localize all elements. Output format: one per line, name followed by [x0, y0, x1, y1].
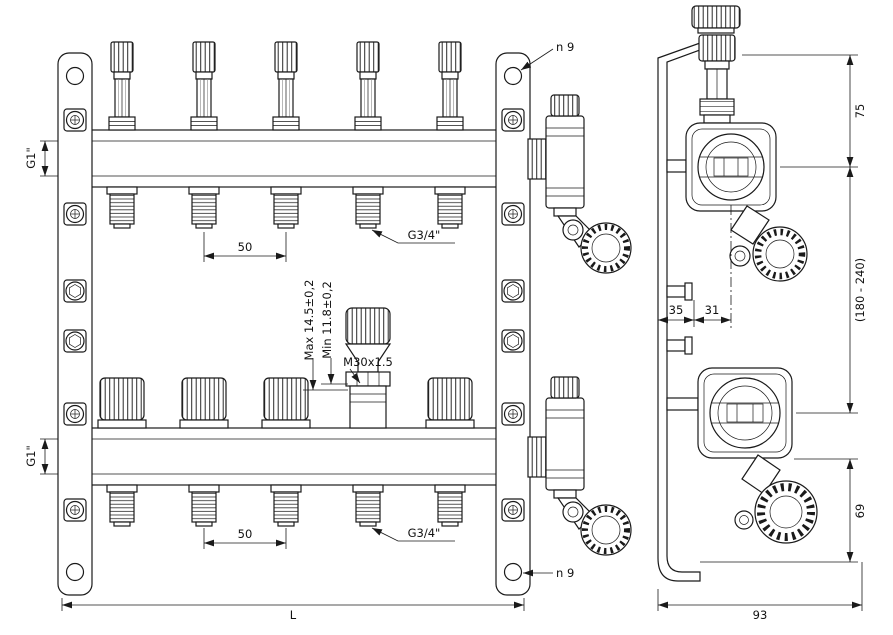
dim-label-50-top: 50 — [238, 240, 253, 254]
outlet-connection — [106, 484, 138, 527]
screw-head — [65, 204, 85, 224]
bottom-manifold-bar — [64, 427, 521, 486]
flow-meter — [436, 41, 464, 131]
front-view: n 9 n 9 G1" G1" 50 G3/4" — [24, 40, 632, 622]
thermostatic-valve-insert — [344, 307, 392, 429]
outlet-connection — [270, 186, 302, 229]
mounting-hole — [65, 66, 85, 86]
dim-label-31: 31 — [705, 303, 720, 317]
top-valve-body-side — [666, 122, 808, 282]
valve-handwheel-cap — [425, 377, 475, 429]
manifold-end-cap-side — [691, 5, 741, 34]
dim-label-length: L — [290, 608, 297, 622]
outlet-connection — [106, 186, 138, 229]
outlet-connection — [434, 484, 466, 527]
wall-bracket-profile — [657, 42, 701, 582]
dim-label-valve-max: Max 14.5±0,2 — [302, 280, 316, 361]
valve-handwheel-cap — [261, 377, 311, 429]
outlet-connection — [188, 484, 220, 527]
dim-label-93: 93 — [753, 608, 768, 622]
dim-label-g1-top: G1" — [24, 147, 38, 169]
flow-meter — [354, 41, 382, 131]
mounting-hole — [65, 562, 85, 582]
hex-bolt — [684, 282, 693, 301]
hex-bolt — [503, 331, 523, 351]
valve-handwheel-cap — [97, 377, 147, 429]
union-nut — [697, 133, 765, 201]
flow-meter — [190, 41, 218, 131]
dim-label-69: 69 — [853, 504, 867, 519]
drain-plug — [562, 219, 584, 241]
bottom-valve-body-side — [666, 367, 818, 544]
dim-label-m30: M30x1.5 — [343, 355, 393, 369]
hex-bolt — [503, 281, 523, 301]
hex-bolt — [65, 281, 85, 301]
dim-label-50-bottom: 50 — [238, 527, 253, 541]
screw-head — [503, 110, 523, 130]
mounting-hole — [503, 562, 523, 582]
side-view-dimensions: 75 (180 - 240) 35 31 69 93 — [657, 54, 867, 622]
top-manifold-bar — [64, 129, 521, 188]
screw-head — [503, 204, 523, 224]
screw-head — [65, 500, 85, 520]
hex-bolt — [684, 336, 693, 355]
outlet-connection — [188, 186, 220, 229]
drain-plug — [734, 510, 754, 530]
outlet-connection — [434, 186, 466, 229]
dim-label-valve-min: Min 11.8±0,2 — [320, 281, 334, 359]
drain-plug — [729, 245, 751, 267]
valve-handwheel-cap — [179, 377, 229, 429]
dim-label-g34-top: G3/4" — [408, 228, 441, 242]
flow-meter — [272, 41, 300, 131]
dim-label-range: (180 - 240) — [853, 258, 867, 322]
dim-label-g34-bottom: G3/4" — [408, 526, 441, 540]
right-mounting-bracket — [495, 52, 531, 596]
bottom-end-valve-assembly — [527, 376, 632, 556]
drain-cap — [580, 222, 632, 274]
flow-meter — [108, 41, 136, 131]
drain-plug — [562, 501, 584, 523]
union-nut — [709, 377, 781, 449]
dim-label-n9-top: n 9 — [556, 40, 574, 54]
hex-bolt — [65, 331, 85, 351]
drain-cap — [580, 504, 632, 556]
screw-head — [65, 110, 85, 130]
outlet-connection — [270, 484, 302, 527]
dim-label-75: 75 — [853, 104, 867, 119]
top-end-valve-assembly — [527, 94, 632, 274]
dim-label-n9-bottom: n 9 — [556, 566, 574, 580]
dim-label-g1-bottom: G1" — [24, 445, 38, 467]
outlet-connection — [352, 484, 384, 527]
dim-label-35: 35 — [669, 303, 684, 317]
mounting-hole — [503, 66, 523, 86]
left-mounting-bracket — [57, 52, 93, 596]
side-view: 75 (180 - 240) 35 31 69 93 — [657, 5, 867, 622]
flow-meter-side — [698, 34, 736, 124]
screw-head — [503, 500, 523, 520]
front-view-dimensions: n 9 n 9 G1" G1" 50 G3/4" — [24, 40, 574, 622]
screw-head — [503, 404, 523, 424]
outlet-connection — [352, 186, 384, 229]
screw-head — [65, 404, 85, 424]
